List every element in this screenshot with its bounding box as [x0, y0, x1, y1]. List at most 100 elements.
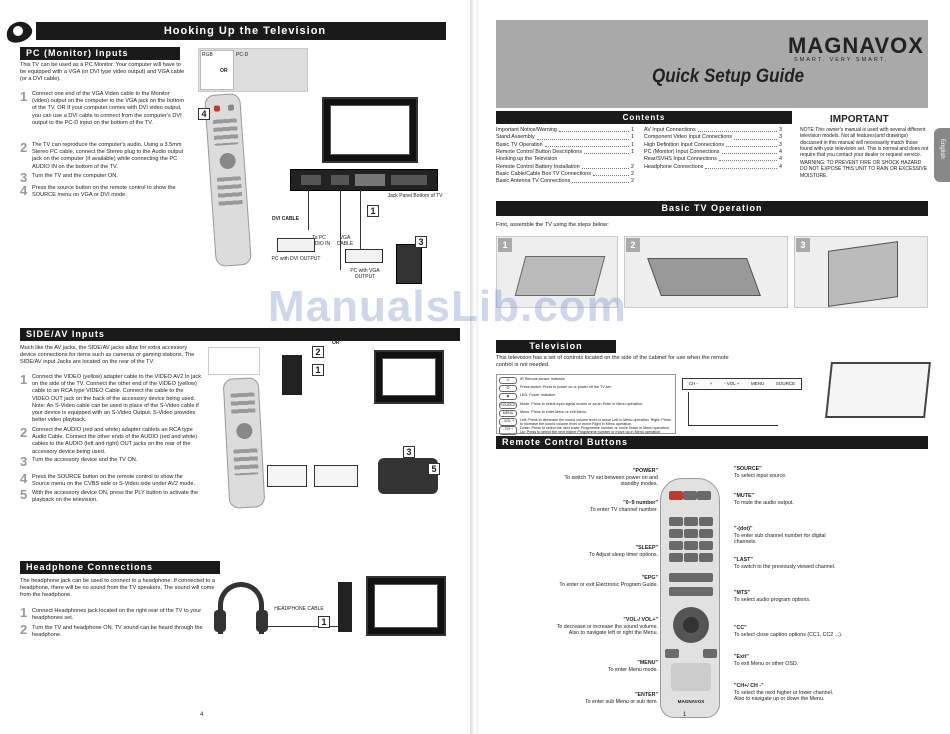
callout-3: 3	[415, 236, 427, 248]
contents-label: Headphone Connections	[644, 163, 704, 170]
controls-legend: ⏻IR Remote sensor Indicator⏼Press switch…	[496, 374, 676, 435]
source-menu-screenshot	[208, 347, 260, 375]
last-button[interactable]	[699, 553, 713, 562]
remote-button-description: "CC"To select close caption options (CC1…	[734, 625, 844, 638]
number-button[interactable]	[669, 541, 683, 550]
callout-1: 1	[312, 364, 324, 376]
number-button[interactable]	[669, 517, 683, 526]
remote-button-desc: To enter sub channel number for digital …	[734, 532, 826, 546]
remote-button-name: "MTS"	[734, 590, 751, 596]
contents-page: 4	[779, 148, 782, 155]
number-button[interactable]	[684, 517, 698, 526]
contents-label: PC (Monitor) Input Connections	[644, 148, 720, 155]
contents-label: Basic TV Operation	[496, 141, 543, 148]
callout-1: 1	[367, 205, 379, 217]
pc-step-text: Connect one end of the VGA Video cable t…	[32, 91, 185, 126]
contents-row: Component Video Input Connections 3	[644, 134, 782, 141]
remote-button-description: "SOURCE"To select input source.	[734, 466, 844, 479]
remote-button-description: "VOL-/ VOL+"To decrease or increase the …	[550, 617, 658, 637]
contents-label: Important Notice/Warning	[496, 127, 557, 133]
callout-4: 4	[198, 108, 210, 120]
power-button[interactable]	[669, 491, 683, 500]
remote-button-name: "LAST"	[734, 557, 753, 563]
tv-illustration	[374, 350, 444, 404]
remote-button-name: "SOURCE"	[734, 466, 762, 472]
contents-label: Hooking up the Television	[496, 156, 558, 163]
sleep-button[interactable]	[669, 553, 683, 562]
headphone-step-text: Turn the TV and headphone ON. TV sound c…	[32, 625, 203, 639]
side-intro: Much like the AV jacks, the SIDE/AV jack…	[20, 345, 195, 366]
legend-text: Mode: Press to select input signal modes…	[520, 401, 643, 406]
page-number: 1	[683, 712, 687, 718]
pc-step-text: The TV can reproduce the computer's audi…	[32, 142, 184, 170]
number-button[interactable]	[684, 529, 698, 538]
vol-button[interactable]	[665, 649, 679, 658]
remote-button-name: "POWER"	[632, 468, 658, 474]
vga-cable-label: VGA CABLE	[336, 235, 354, 247]
basic-operation-intro: First, assemble the TV using the steps b…	[496, 222, 609, 228]
epg-button[interactable]	[669, 573, 713, 582]
step-number: 4	[20, 183, 28, 198]
callout-2: 2	[312, 346, 324, 358]
remote-button-name: "MENU"	[637, 660, 658, 666]
remote-button-desc: To switch TV set between power on and st…	[564, 474, 658, 488]
contents-page: 1	[631, 141, 634, 148]
mts-button[interactable]	[669, 587, 713, 596]
remote-button-description: "CH+/ CH -"To select the next higher or …	[734, 683, 844, 703]
contents-row: Hooking up the Television	[496, 156, 634, 163]
legend-text: Down: Press to select the next lower Pro…	[520, 426, 670, 435]
remote-button-name: "CC"	[734, 625, 747, 631]
side-av-section-title: SIDE/AV Inputs	[20, 328, 460, 341]
number-button[interactable]	[699, 541, 713, 550]
menu-button[interactable]	[683, 617, 699, 633]
or-label: OR	[332, 340, 340, 346]
legend-text: LED: Power Indicator.	[520, 393, 556, 398]
remote-button-desc: To select the next higher or lower chann…	[734, 689, 834, 703]
side-step-text: Connect the AUDIO (red and white) adapte…	[32, 427, 198, 455]
remote-button-desc: To mute the audio output.	[734, 499, 794, 506]
side-tab-english	[934, 128, 950, 182]
headphone-section-title: Headphone Connections	[20, 561, 220, 574]
pc-dvi-box	[277, 238, 315, 252]
legend-text: Menu: Press to enter Menu or exit Menu.	[520, 409, 587, 414]
contents-page: 3	[779, 134, 782, 141]
number-button[interactable]	[699, 529, 713, 538]
remote-control-large: MAGNAVOX	[660, 478, 720, 718]
legend-row: ⏻IR Remote sensor Indicator	[499, 377, 673, 384]
callout-1: 1	[318, 616, 330, 628]
basic-operation-title: Basic TV Operation	[496, 201, 928, 216]
contents-label: Remote Control Button Descriptions	[496, 148, 582, 155]
legend-icon: - CH +	[499, 426, 517, 435]
number-button[interactable]	[684, 553, 698, 562]
remote-button-description: "MENU"To enter Menu mode.	[550, 660, 658, 673]
pc-step-text: Press the source button on the remote co…	[32, 185, 176, 199]
remote-button-description: "Exit"To exit Menu or other OSD.	[734, 654, 844, 667]
legend-icon: - VOL +	[499, 418, 517, 427]
legend-row: ⏼Press switch: Press to power on or powe…	[499, 385, 673, 393]
step-number: 1	[20, 372, 28, 387]
dvi-cable-label: DVI CABLE	[272, 216, 299, 222]
source-button[interactable]	[683, 491, 697, 500]
remote-button-name: "ENTER"	[635, 692, 658, 698]
to-pc-audio-label: To PC AUDIO IN	[307, 235, 331, 247]
mute-button[interactable]	[697, 491, 711, 500]
ch-button[interactable]	[703, 649, 717, 658]
pc-dvi-label: PC with DVI OUTPUT	[271, 256, 321, 262]
remote-button-name: "Exit"	[734, 654, 749, 660]
contents-label: Component Video Input Connections	[644, 134, 733, 141]
number-button[interactable]	[684, 541, 698, 550]
contents-label: High Definition Input Connections	[644, 141, 725, 148]
number-button[interactable]	[699, 517, 713, 526]
step-badge: 3	[796, 238, 810, 252]
remote-button-name: "CH+/ CH -"	[734, 683, 764, 689]
headphone-intro: The headphone jack can be used to connec…	[20, 578, 215, 599]
number-button[interactable]	[669, 529, 683, 538]
tv-side-panel	[282, 355, 302, 395]
side-step-text: Turn the accessory device and the TV ON.	[32, 457, 138, 463]
remote-button-name: "SLEEP"	[635, 545, 658, 551]
tv-illustration	[322, 97, 418, 163]
